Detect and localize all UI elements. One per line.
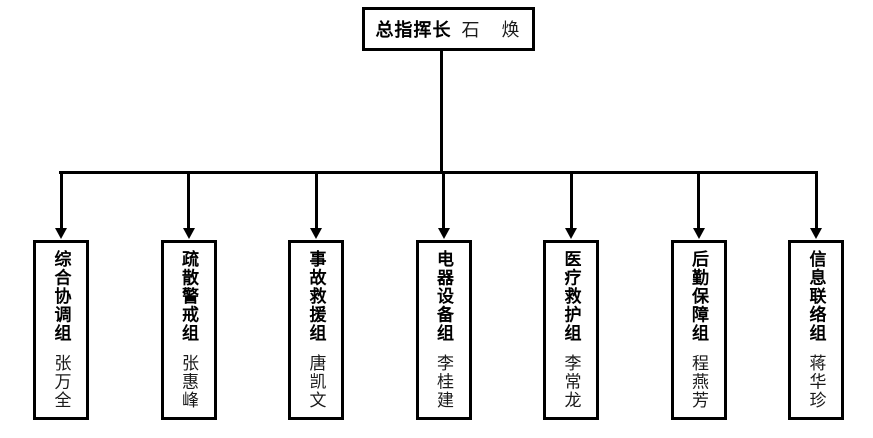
- arrow-down-icon: [565, 228, 577, 239]
- person-name: 张万全: [51, 353, 71, 410]
- group-name: 电器设备组: [434, 250, 453, 343]
- root-title: 总指挥长: [375, 20, 452, 40]
- group-name: 事故救援组: [306, 250, 326, 343]
- group-box-information-liaison: 信息联络组 蒋华珍: [788, 240, 844, 420]
- group-box-coordination: 综合协调组 张万全: [33, 240, 89, 420]
- group-box-medical-rescue: 医疗救护组 李常龙: [543, 240, 599, 420]
- connector-drop-line: [814, 174, 818, 228]
- connector-drop-line: [442, 174, 445, 228]
- group-name: 信息联络组: [806, 250, 826, 343]
- person-name: 李桂建: [434, 353, 453, 410]
- group-box-electrical-equipment: 电器设备组 李桂建: [415, 240, 472, 420]
- group-name: 后勤保障组: [689, 250, 708, 343]
- arrow-down-icon: [310, 228, 322, 239]
- group-box-accident-rescue: 事故救援组 唐凯文: [288, 240, 344, 420]
- root-person-name: 石 焕: [461, 20, 522, 40]
- group-name: 医疗救护组: [561, 250, 581, 343]
- arrow-down-icon: [692, 228, 705, 239]
- arrow-down-icon: [182, 228, 195, 239]
- person-name: 蒋华珍: [806, 353, 826, 410]
- arrow-down-icon: [55, 228, 67, 239]
- arrow-down-icon: [437, 228, 450, 239]
- connector-drop-line: [314, 174, 318, 228]
- connector-drop-line: [697, 174, 700, 228]
- person-name: 唐凯文: [306, 353, 326, 410]
- person-name: 张惠峰: [179, 353, 198, 410]
- group-box-logistics-support: 后勤保障组 程燕芳: [670, 240, 727, 420]
- connector-drop-line: [187, 174, 190, 228]
- person-name: 程燕芳: [689, 353, 708, 410]
- connector-horizontal-rail: [59, 171, 818, 174]
- connector-drop-line: [59, 174, 63, 228]
- group-box-evacuation: 疏散警戒组 张惠峰: [160, 240, 217, 420]
- person-name: 李常龙: [561, 353, 581, 410]
- root-box-commander: 总指挥长 石 焕: [362, 7, 535, 51]
- connector-stem-line: [440, 51, 443, 174]
- arrow-down-icon: [810, 228, 822, 239]
- group-name: 疏散警戒组: [179, 250, 198, 343]
- connector-drop-line: [569, 174, 573, 228]
- group-name: 综合协调组: [51, 250, 71, 343]
